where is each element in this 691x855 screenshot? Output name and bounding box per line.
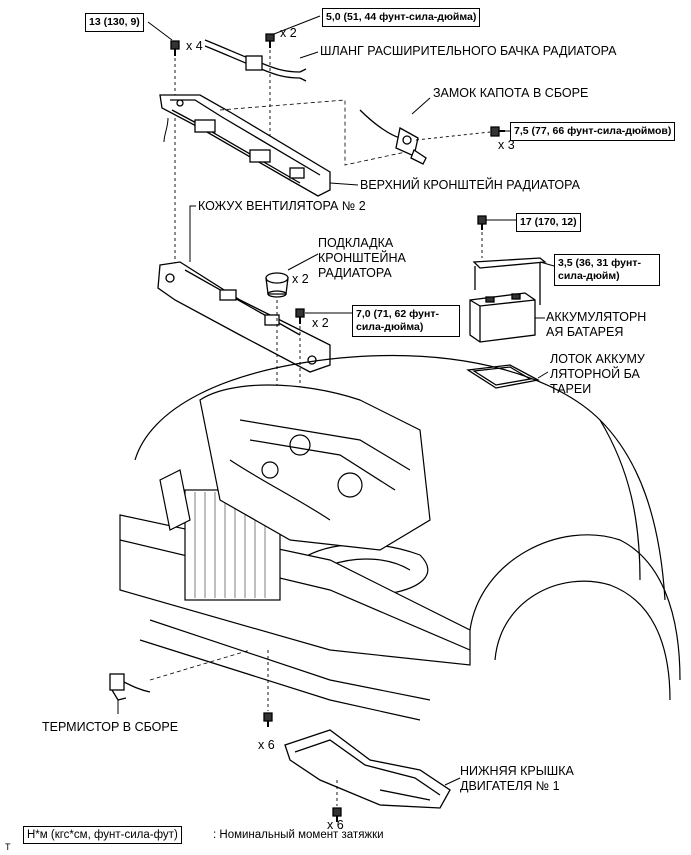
label-upper-radiator-support: ВЕРХНИЙ КРОНШТЕЙН РАДИАТОРА [360,178,580,192]
label-support-pad: ПОДКЛАДКА КРОНШТЕЙНА РАДИАТОРА [318,236,406,280]
torque-box-5-0: 5,0 (51, 44 фунт-сила-дюйма) [322,8,481,27]
quantity-label: x 2 [292,272,309,286]
quantity-label: x 3 [498,138,515,152]
torque-legend-text: : Номинальный момент затяжки [213,829,384,841]
quantity-label: x 6 [327,818,344,832]
quantity-label: x 2 [312,316,329,330]
hood-lock-assembly [359,109,427,165]
label-engine-under-cover: НИЖНЯЯ КРЫШКА ДВИГАТЕЛЯ № 1 [460,764,574,793]
quantity-label: x 2 [280,26,297,40]
battery-clamp [472,257,547,305]
torque-box-13: 13 (130, 9) [85,13,144,32]
upper-radiator-support [159,94,331,197]
radiator-reservoir-hose [204,39,307,82]
bolt-icon [477,215,487,230]
label-fan-shroud: КОЖУХ ВЕНТИЛЯТОРА № 2 [198,199,366,213]
label-thermistor: ТЕРМИСТОР В СБОРЕ [42,720,179,734]
label-battery-tray: ЛОТОК АККУМУЛЯТОРНОЙ БАТАРЕИ [550,352,645,396]
torque-box-7-0: 7,0 (71, 62 фунт-сила-дюйма) [352,305,460,337]
corner-mark: T [5,842,11,852]
quantity-label: x 4 [186,39,203,53]
label-battery: АККУМУЛЯТОРНАЯ БАТАРЕЯ [546,310,647,339]
vehicle-front-body [119,355,681,721]
thermistor-assembly [109,673,151,701]
bolt-icon [295,308,305,324]
fan-shroud-no2 [157,261,331,373]
radiator-support-pad [265,272,289,298]
bolt-icon [263,712,273,727]
label-hood-lock: ЗАМОК КАПОТА В СБОРЕ [433,86,589,100]
torque-box-17: 17 (170, 12) [516,213,581,232]
bolt-icon [490,126,505,137]
bolt-icon [265,33,275,48]
label-reservoir-hose: ШЛАНГ РАСШИРИТЕЛЬНОГО БАЧКА РАДИАТОРА [320,44,617,58]
engine-under-cover-no1 [284,729,451,809]
torque-box-7-5: 7,5 (77, 66 фунт-сила-дюймов) [510,122,676,141]
torque-legend-box: Н*м (кгс*см, фунт-сила-фут) [23,826,182,844]
torque-box-3-5: 3,5 (36, 31 фунт-сила-дюйм) [554,254,660,286]
quantity-label: x 6 [258,738,275,752]
battery [469,292,536,343]
bolt-icon [332,807,342,822]
bolt-icon [170,40,180,56]
